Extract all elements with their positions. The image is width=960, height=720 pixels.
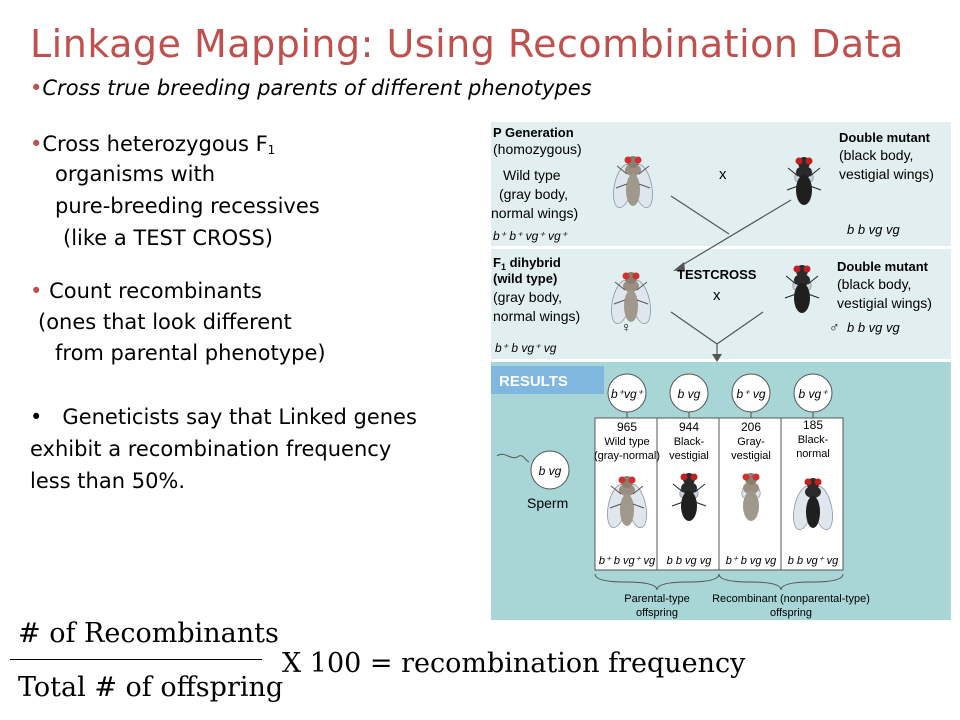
bullet-1: •Cross true breeding parents of differen… (30, 76, 592, 100)
testcross-mutant-genotype: b b vg vg (847, 320, 901, 335)
phenotype-2-line-2: vestigial (669, 450, 709, 462)
sperm-genotype: b vg (539, 464, 562, 478)
count-3: 206 (741, 420, 761, 434)
slide-title: Linkage Mapping: Using Recombination Dat… (30, 22, 904, 66)
phenotype-4-line-2: normal (796, 448, 830, 460)
parental-label-line-2: offspring (636, 607, 678, 619)
p-generation-sub: (homozygous) (493, 141, 582, 157)
gamete-2: b vg (669, 373, 709, 413)
bullet-dot: • (30, 76, 43, 100)
offspring-genotype-2: b b vg vg (667, 555, 713, 567)
bullet-1-text: Cross true breeding parents of different… (42, 76, 592, 100)
phenotype-4-line-1: Black- (798, 434, 829, 446)
results-label: RESULTS (499, 373, 568, 390)
formula-multiplier: X 100 = recombination frequency (282, 648, 746, 679)
bullet-4-line-2: exhibit a recombination frequency (30, 437, 392, 461)
gamete-4: b vg⁺ (793, 373, 833, 413)
count-2: 944 (679, 420, 699, 434)
offspring-genotype-3: b⁺ b vg vg (726, 555, 777, 567)
bullet-4-text-1: Geneticists say that Linked genes (62, 405, 417, 429)
cross-symbol: x (719, 166, 727, 183)
testcross-mutant-label: Double mutant (837, 259, 929, 274)
bullet-3-text-1: Count recombinants (49, 279, 262, 303)
parental-label-line-1: Parental-type (624, 593, 689, 605)
recombinant-label-line-2: offspring (770, 607, 812, 619)
gamete-4-label: b vg⁺ (798, 387, 829, 401)
bullet-2-text-1: Cross heterozygous F (42, 132, 268, 156)
bullet-2-line-2: organisms with (55, 162, 216, 186)
gamete-1: b⁺vg⁺ (607, 373, 647, 413)
wild-type-line-3: normal wings) (491, 205, 578, 221)
bullet-2-line-4: (like a TEST CROSS) (63, 226, 273, 250)
f1-line-2: normal wings) (493, 308, 580, 324)
gamete-3-label: b⁺ vg (736, 387, 765, 401)
bullet-2-line-1: •Cross heterozygous F1 (30, 132, 275, 157)
formula-denominator: Total # of offspring (18, 672, 284, 703)
f1-line-1: (gray body, (493, 289, 562, 305)
f1-genotype: b⁺ b vg⁺ vg (495, 341, 557, 355)
testcross-symbol: x (713, 287, 721, 304)
sperm-label: Sperm (527, 495, 568, 511)
bullet-2-subscript: 1 (267, 143, 276, 157)
sperm-cell: b vg (530, 450, 570, 490)
wild-type-line-2: (gray body, (499, 186, 568, 202)
gamete-2-label: b vg (678, 387, 701, 401)
results-tab (491, 366, 604, 394)
wild-type-label: Wild type (503, 167, 561, 183)
female-symbol: ♀ (621, 319, 632, 335)
testcross-mutant-line-1: (black body, (837, 276, 911, 292)
count-4: 185 (803, 418, 823, 432)
p-generation-label: P Generation (493, 125, 574, 140)
double-mutant-line-1: (black body, (839, 147, 913, 163)
bullet-3-line-1: • Count recombinants (30, 279, 262, 303)
gamete-3: b⁺ vg (731, 373, 771, 413)
bullet-4-line-3: less than 50%. (30, 469, 186, 493)
phenotype-2-line-1: Black- (674, 436, 705, 448)
offspring-genotype-1: b⁺ b vg⁺ vg (599, 555, 656, 567)
formula-numerator: # of Recombinants (18, 618, 279, 649)
double-mutant-genotype: b b vg vg (847, 222, 901, 237)
wild-type-genotype: b⁺ b⁺ vg⁺ vg⁺ (493, 229, 569, 243)
offspring-genotype-4: b b vg⁺ vg (788, 555, 839, 567)
phenotype-3-line-1: Gray- (737, 436, 765, 448)
phenotype-1-line-2: (gray-normal) (594, 450, 660, 462)
p-generation-panel (491, 122, 951, 246)
f1-wild-type: (wild type) (493, 271, 557, 286)
testcross-mutant-line-2: vestigial wings) (837, 295, 932, 311)
testcross-label: TESTCROSS (677, 267, 757, 282)
f1-label: F1 dihybrid (493, 255, 561, 272)
bullet-dot: • (30, 279, 43, 303)
phenotype-3-line-2: vestigial (731, 450, 771, 462)
bullet-dot: • (30, 132, 43, 156)
double-mutant-line-2: vestigial wings) (839, 166, 934, 182)
recombinant-label-line-1: Recombinant (nonparental-type) (712, 593, 870, 605)
gamete-1-label: b⁺vg⁺ (611, 387, 645, 401)
male-symbol: ♂ (829, 319, 840, 335)
double-mutant-label: Double mutant (839, 130, 931, 145)
formula-fraction-bar (10, 659, 262, 660)
bullet-dot: • (30, 405, 43, 429)
bullet-4-line-1: • Geneticists say that Linked genes (30, 405, 417, 429)
phenotype-1-line-1: Wild type (604, 436, 649, 448)
testcross-figure: P Generation (homozygous) Wild type (gra… (491, 122, 951, 620)
bullet-2-line-3: pure-breeding recessives (55, 194, 320, 218)
bullet-3-line-3: from parental phenotype) (55, 341, 326, 365)
bullet-3-line-2: (ones that look different (38, 310, 292, 334)
count-1: 965 (617, 420, 637, 434)
